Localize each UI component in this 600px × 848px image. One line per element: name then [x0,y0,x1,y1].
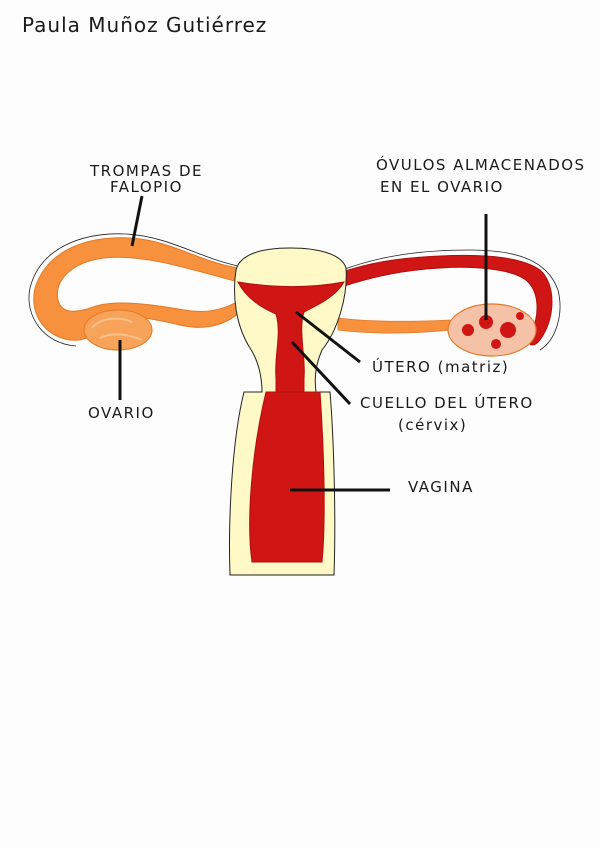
label-vagina: VAGINA [408,478,474,496]
label-ovary: OVARIO [88,404,155,422]
label-cervix-line2: (cérvix) [398,416,467,434]
label-ovules-line1: ÓVULOS ALMACENADOS [376,155,586,174]
ovule [491,339,501,349]
label-ovules-line2: EN EL OVARIO [380,178,504,196]
author-name: Paula Muñoz Gutiérrez [22,13,267,37]
label-cervix-line1: CUELLO DEL ÚTERO [360,393,534,412]
right-ovary [448,304,536,356]
label-fallopian-line2: FALOPIO [110,178,183,196]
label-uterus: ÚTERO (matriz) [372,357,509,376]
left-ovary [84,310,152,350]
ovule [462,324,474,336]
right-ovarian-ligament [338,318,452,333]
ovule [516,312,524,320]
ovule [500,322,516,338]
vagina [250,392,324,562]
